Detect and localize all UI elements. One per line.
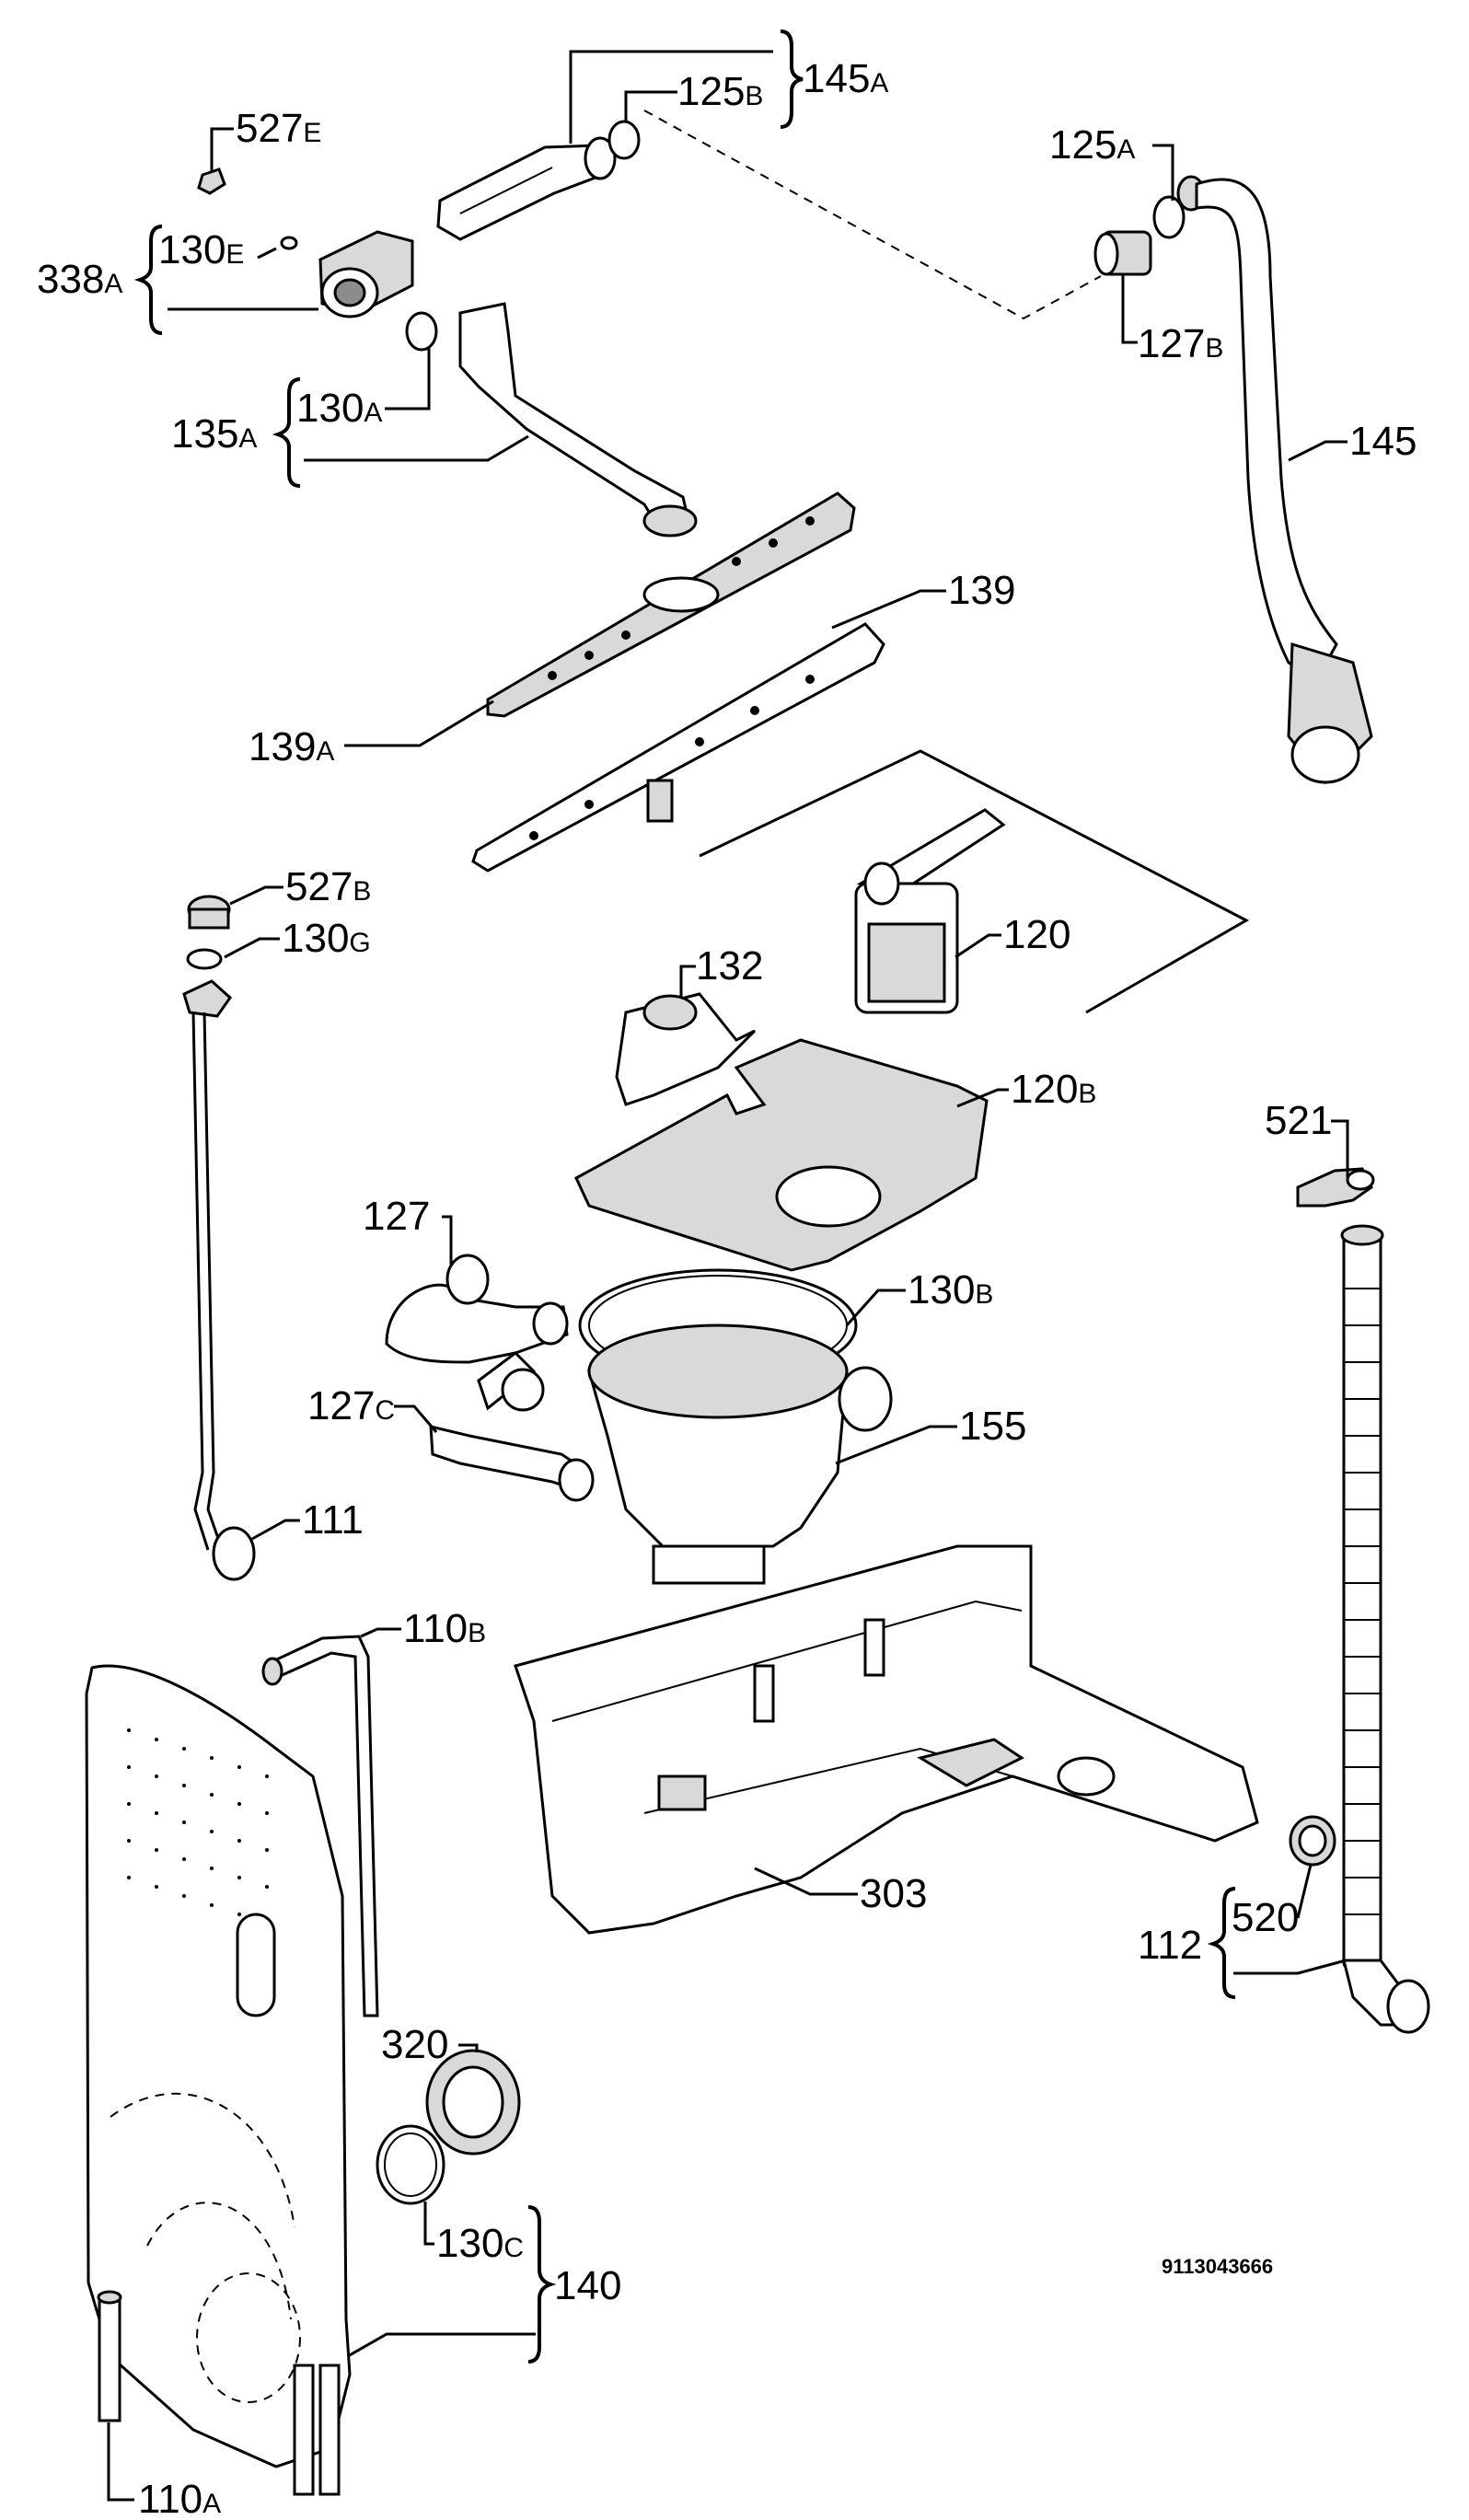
part-130c-ring	[376, 2124, 445, 2205]
label-127b: 127B	[1138, 321, 1223, 366]
group-bracket-filter	[699, 749, 1250, 1014]
part-130g-washer	[186, 948, 223, 970]
label-130c: 130C	[436, 2221, 524, 2266]
label-303: 303	[860, 1871, 927, 1916]
part-130a-o-ring	[405, 311, 438, 352]
part-130e-seal	[280, 236, 298, 250]
part-140-water-tank	[85, 1664, 352, 2496]
label-139: 139	[948, 568, 1015, 613]
label-130a: 130A	[296, 386, 382, 431]
part-527b-nut	[187, 895, 231, 930]
part-145-hose	[1176, 175, 1373, 785]
label-527e: 527E	[236, 106, 321, 151]
label-145: 145	[1349, 419, 1417, 464]
label-120b: 120B	[1011, 1067, 1096, 1112]
part-135a-supply-pipe	[458, 302, 698, 538]
label-140: 140	[554, 2263, 621, 2308]
part-127c-hose	[429, 1425, 595, 1502]
part-labels: 145A 125B 527E 338A 130E 135A 130A 125A …	[37, 56, 1417, 2520]
part-125a-ring	[1152, 195, 1186, 239]
label-111: 111	[302, 1497, 364, 1543]
label-110a: 110A	[138, 2477, 221, 2515]
label-132: 132	[696, 943, 763, 988]
label-520: 520	[1232, 1895, 1299, 1940]
part-155-sump	[587, 1324, 893, 1585]
label-120: 120	[1003, 912, 1070, 957]
label-527b: 527B	[285, 864, 371, 909]
part-110a-pipe	[97, 2290, 122, 2422]
part-120-filter	[854, 808, 1006, 1014]
part-127b-connector	[1093, 230, 1152, 276]
label-139a: 139A	[249, 724, 334, 769]
part-521-clip	[1296, 1167, 1375, 1208]
label-135a: 135A	[171, 411, 257, 457]
label-127c: 127C	[307, 1383, 395, 1428]
label-145a: 145A	[803, 56, 888, 101]
part-120b-flat-filter	[574, 1038, 989, 1272]
part-527e-nut	[197, 168, 226, 195]
part-139a-upper-spray-arm	[486, 491, 856, 718]
label-127: 127	[363, 1194, 430, 1239]
label-125b: 125B	[677, 69, 763, 114]
label-130g: 130G	[282, 916, 371, 961]
label-521: 521	[1265, 1098, 1332, 1143]
label-320: 320	[381, 2022, 448, 2067]
part-145a-upper-supply-pipe	[436, 136, 617, 241]
part-110b-pipe	[261, 1635, 379, 2017]
part-132-bracket	[615, 992, 757, 1106]
part-338a-adapter	[318, 230, 414, 318]
part-127-pipe	[385, 1254, 569, 1412]
part-111-tube	[182, 979, 256, 1581]
label-155: 155	[959, 1404, 1026, 1449]
part-112-drain-hose	[1340, 1224, 1430, 2034]
label-130b: 130B	[908, 1267, 993, 1312]
part-139-lower-spray-arm	[471, 622, 885, 873]
part-125b-o-ring	[607, 120, 641, 160]
part-303-base-frame	[514, 1544, 1259, 1935]
label-338a: 338A	[37, 257, 122, 302]
label-110b: 110B	[403, 1606, 486, 1651]
document-code: 9113043666	[1162, 2255, 1273, 2278]
label-130e: 130E	[158, 227, 244, 272]
leader-lines	[107, 29, 1349, 2502]
label-125a: 125A	[1049, 122, 1135, 168]
label-112: 112	[1138, 1923, 1202, 1968]
part-320-seal	[425, 2049, 521, 2156]
part-520-clamp	[1289, 1815, 1336, 1867]
